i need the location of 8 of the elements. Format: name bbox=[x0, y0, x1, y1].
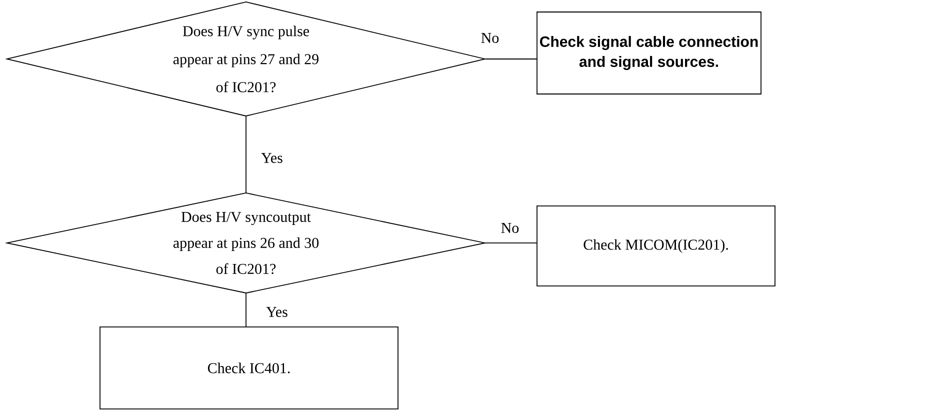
process-box: Check IC401. bbox=[100, 326, 398, 410]
connector-line bbox=[485, 58, 537, 60]
edge-label: No bbox=[500, 222, 520, 234]
process-box: Check signal cable connection and signal sources. bbox=[536, 12, 762, 94]
edge-label: Yes bbox=[260, 152, 284, 164]
connector-line bbox=[485, 242, 537, 244]
edge-label: Yes bbox=[265, 306, 289, 318]
process-box: Check MICOM(IC201). bbox=[536, 206, 776, 286]
